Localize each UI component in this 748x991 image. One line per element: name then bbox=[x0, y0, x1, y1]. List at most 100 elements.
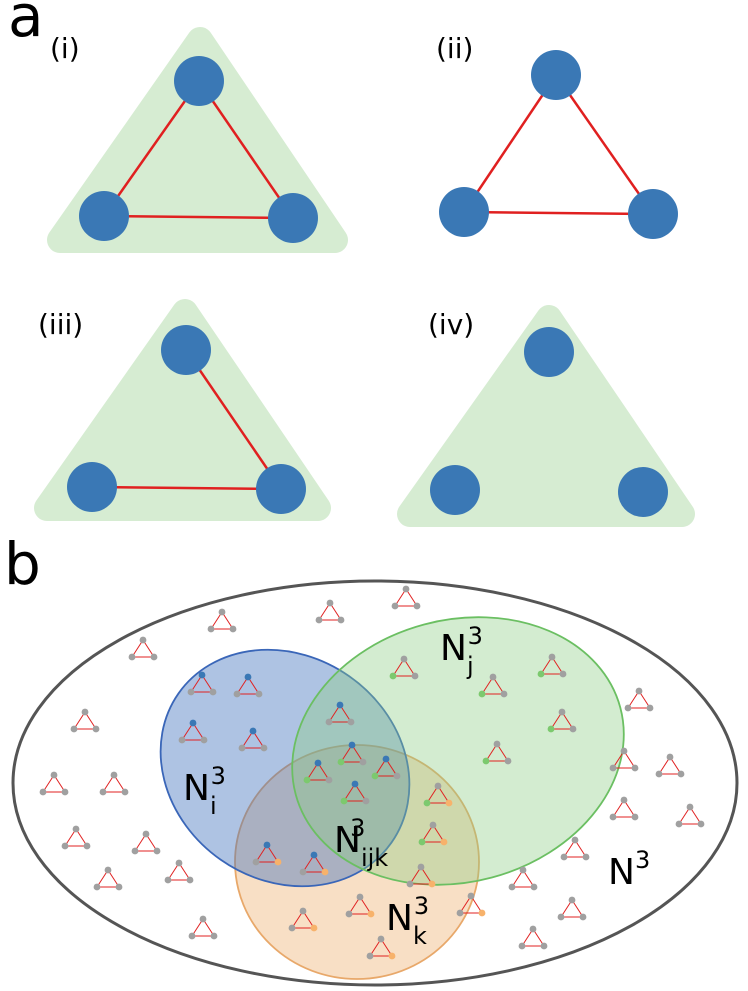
mini-motif-node bbox=[321, 868, 329, 876]
mini-motif-node bbox=[366, 952, 374, 960]
mini-motif-node bbox=[467, 892, 475, 900]
mini-motif-node bbox=[655, 770, 663, 778]
mini-motif-node bbox=[400, 655, 408, 663]
set-k-ellipse bbox=[234, 744, 480, 980]
set-k-label: Nk3 bbox=[386, 892, 429, 950]
mini-motif-node bbox=[620, 796, 628, 804]
mini-motif-node bbox=[142, 830, 150, 838]
mini-motif-node bbox=[164, 876, 172, 884]
motif-iv-node-top bbox=[524, 327, 574, 377]
mini-motif-node bbox=[518, 942, 526, 950]
mini-motif bbox=[675, 803, 705, 828]
mini-motif-node bbox=[115, 883, 123, 891]
mini-motif-node bbox=[624, 704, 632, 712]
mini-motif-node bbox=[547, 725, 555, 733]
mini-motif-node bbox=[356, 893, 364, 901]
set-j-label: Nj3 bbox=[440, 622, 483, 680]
mini-motif-node bbox=[200, 736, 208, 744]
mini-motif bbox=[238, 727, 268, 752]
mini-motif-node bbox=[288, 924, 296, 932]
mini-motif-node bbox=[559, 670, 567, 678]
motif-iii: (iii) bbox=[34, 299, 331, 521]
mini-motif bbox=[252, 841, 282, 866]
mini-motif-node bbox=[178, 736, 186, 744]
mini-motif-node bbox=[340, 797, 348, 805]
mini-motif-node bbox=[252, 858, 260, 866]
mini-motif bbox=[655, 753, 685, 778]
mini-motif-node bbox=[70, 725, 78, 733]
mini-motif-node bbox=[557, 913, 565, 921]
mini-motif-node bbox=[359, 758, 367, 766]
motif-iii-node-right bbox=[256, 464, 306, 514]
motif-ii-edge-right bbox=[554, 74, 655, 215]
mini-motif-node bbox=[697, 820, 705, 828]
mini-motif bbox=[560, 836, 590, 861]
mini-motif bbox=[366, 935, 396, 960]
mini-motif-node bbox=[260, 744, 268, 752]
mini-motif-node bbox=[371, 772, 379, 780]
mini-motif bbox=[233, 673, 263, 698]
mini-motif bbox=[371, 755, 401, 780]
mini-motif-node bbox=[244, 673, 252, 681]
mini-motif-node bbox=[238, 744, 246, 752]
mini-motif bbox=[537, 653, 567, 678]
mini-motif-node bbox=[263, 841, 271, 849]
mini-motif bbox=[131, 830, 161, 855]
mini-motif bbox=[418, 821, 448, 846]
mini-motif-node bbox=[377, 935, 385, 943]
mini-motif bbox=[99, 771, 129, 796]
motif-iv: (iv) bbox=[397, 305, 695, 527]
mini-motif-node bbox=[537, 670, 545, 678]
mini-motif-node bbox=[677, 770, 685, 778]
mini-motif-node bbox=[382, 755, 390, 763]
mini-motif-node bbox=[121, 788, 129, 796]
mini-motif-node bbox=[569, 725, 577, 733]
mini-motif bbox=[456, 892, 486, 917]
motif-ii-node-left bbox=[439, 187, 489, 237]
mini-motif bbox=[547, 708, 577, 733]
mini-motif bbox=[39, 771, 69, 796]
mini-motif bbox=[325, 701, 355, 726]
mini-motif-node bbox=[83, 842, 91, 850]
mini-motif-node bbox=[631, 764, 639, 772]
mini-motif-node bbox=[175, 859, 183, 867]
universe-label: N3 bbox=[608, 846, 650, 893]
mini-motif-node bbox=[345, 910, 353, 918]
mini-motif-node bbox=[504, 757, 512, 765]
motif-iv-label: (iv) bbox=[428, 308, 474, 341]
mini-motif-node bbox=[519, 866, 527, 874]
mini-motif-node bbox=[139, 636, 147, 644]
mini-motif-node bbox=[310, 924, 318, 932]
mini-motif-node bbox=[418, 838, 426, 846]
mini-motif bbox=[61, 825, 91, 850]
mini-motif-node bbox=[337, 616, 345, 624]
motif-ii-label: (ii) bbox=[436, 32, 473, 65]
mini-motif-node bbox=[478, 690, 486, 698]
mini-motif-node bbox=[72, 825, 80, 833]
motif-i-edge-bottom bbox=[103, 214, 294, 220]
motif-i-node-top bbox=[174, 56, 224, 106]
mini-motif-node bbox=[81, 708, 89, 716]
mini-motif bbox=[187, 671, 217, 696]
motif-i: (i) bbox=[47, 27, 348, 253]
mini-motif-node bbox=[110, 771, 118, 779]
mini-motif-node bbox=[489, 673, 497, 681]
mini-motif-node bbox=[411, 672, 419, 680]
mini-motif-node bbox=[50, 771, 58, 779]
mini-motif-node bbox=[199, 915, 207, 923]
mini-motif-node bbox=[325, 718, 333, 726]
mini-motif-node bbox=[560, 853, 568, 861]
mini-motif-node bbox=[666, 753, 674, 761]
motif-ii: (ii) bbox=[436, 32, 678, 239]
mini-motif-node bbox=[337, 758, 345, 766]
mini-motifs bbox=[39, 585, 705, 960]
mini-motif-node bbox=[393, 772, 401, 780]
mini-motif-node bbox=[189, 719, 197, 727]
mini-motif-node bbox=[548, 653, 556, 661]
motif-i-shade bbox=[47, 27, 348, 253]
mini-motif-node bbox=[388, 952, 396, 960]
mini-motif-node bbox=[675, 820, 683, 828]
motif-i-node-left bbox=[79, 191, 129, 241]
motif-ii-edge-left bbox=[462, 74, 558, 213]
